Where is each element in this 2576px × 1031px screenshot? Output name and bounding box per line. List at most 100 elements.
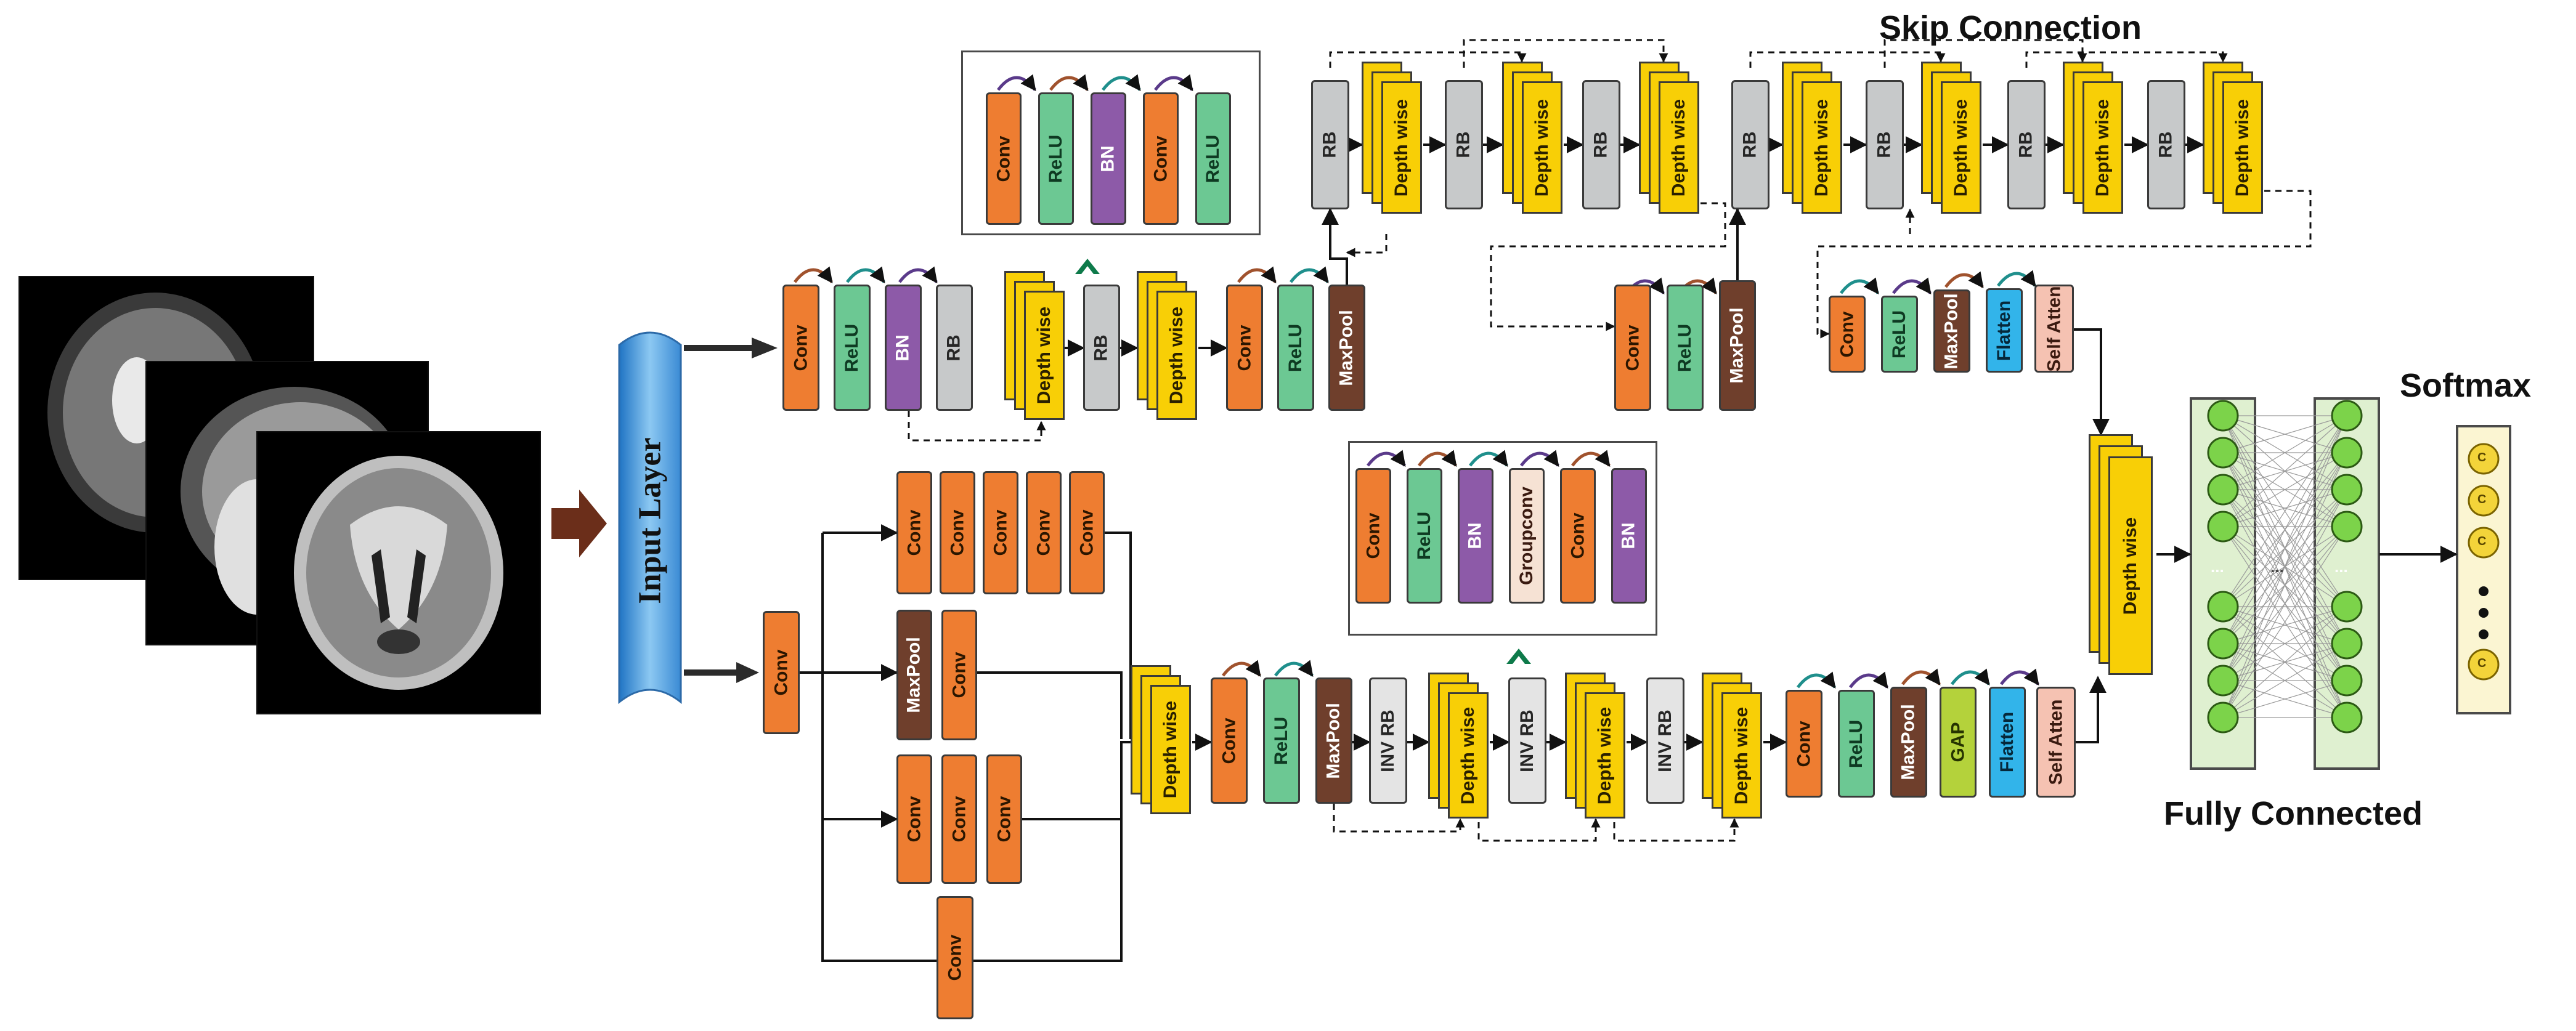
block-conv: Conv	[1355, 468, 1391, 604]
fc-neuron	[2331, 665, 2363, 697]
fc-neuron	[2207, 437, 2239, 469]
output-node-label-4: C	[2477, 657, 2487, 670]
skip-connection-title: Skip Connection	[1879, 9, 2142, 46]
block-rb: RB	[1582, 80, 1620, 209]
input-to-top-branch-arrow	[684, 338, 778, 358]
softmax-output-node	[2468, 485, 2500, 517]
dashed-skip	[1749, 51, 1946, 68]
skip-bend-arrow-icon	[1797, 671, 1836, 689]
skip-bend-arrow-icon	[1049, 74, 1089, 91]
skip-bend-arrow-icon	[1469, 450, 1508, 467]
skip-bend-arrow-icon	[1222, 660, 1261, 677]
block-depth-wise: Depth wise	[1639, 62, 1700, 216]
block-depth-wise: Depth wise	[1702, 673, 1763, 820]
block-relu: ReLU	[1277, 285, 1314, 411]
arrow	[977, 671, 1123, 739]
block-conv: Conv	[1069, 471, 1105, 594]
conv-block-detail-frame-bottom	[1348, 441, 1657, 636]
block-self-atten: Self Atten	[2036, 687, 2076, 798]
block-maxpool: MaxPool	[1933, 289, 1970, 373]
output-node-label-1: C	[2477, 451, 2487, 464]
fc-edge	[2222, 415, 2347, 490]
mri-scan-image-front	[256, 431, 541, 714]
dashed-skip	[1333, 804, 1465, 833]
fc-edge	[2222, 415, 2347, 718]
block-relu: ReLU	[834, 285, 871, 411]
skip-bend-arrow-icon	[1840, 277, 1879, 294]
block-bn: BN	[1091, 92, 1126, 225]
fc-neuron	[2331, 437, 2363, 469]
block-depth-wise: Depth wise	[1362, 62, 1423, 216]
block-conv: Conv	[1614, 285, 1651, 411]
fully-connected-title: Fully Connected	[2164, 795, 2423, 832]
skip-bend-arrow-icon	[1367, 450, 1406, 467]
arrow	[1322, 208, 1348, 285]
softmax-title: Softmax	[2400, 367, 2532, 404]
skip-bend-arrow-icon	[1951, 668, 1990, 685]
fc-neuron	[2331, 628, 2363, 660]
block-maxpool: MaxPool	[1890, 687, 1927, 798]
skip-bend-arrow-icon	[1237, 266, 1277, 283]
block-depth-wise-final: Depth wise	[2089, 434, 2156, 681]
softmax-output-node	[2468, 649, 2500, 681]
mri-axial-t1-image	[294, 456, 503, 690]
skip-bend-arrow-icon	[1901, 668, 1941, 685]
skip-bend-arrow-icon	[1418, 450, 1457, 467]
dashed-skip	[1490, 202, 1726, 331]
block-inv-rb: INV RB	[1508, 677, 1546, 804]
block-maxpool: MaxPool	[1719, 280, 1756, 411]
block-conv: Conv	[937, 896, 973, 1019]
fc-edge	[2222, 452, 2347, 718]
block-maxpool: MaxPool	[896, 610, 932, 740]
block-relu: ReLU	[1667, 285, 1704, 411]
arrow	[821, 533, 937, 962]
block-inv-rb: INV RB	[1369, 677, 1407, 804]
block-rb: RB	[1866, 80, 1904, 209]
input-to-bottom-branch-arrow	[684, 662, 759, 683]
fc-neuron	[2207, 701, 2239, 734]
block-depth-wise: Depth wise	[2063, 62, 2124, 216]
block-flatten: Flatten	[1986, 288, 2023, 373]
softmax-dots	[2479, 586, 2489, 596]
block-conv: Conv	[983, 471, 1018, 594]
fc-edge	[2222, 489, 2347, 718]
block-conv-bottom-start: Conv	[763, 611, 800, 734]
block-depth-wise: Depth wise	[1565, 673, 1627, 820]
skip-bend-arrow-icon	[1571, 450, 1611, 467]
fc-edge	[2222, 415, 2347, 607]
block-depth-wise: Depth wise	[1502, 62, 1564, 216]
fc-neuron	[2331, 701, 2363, 734]
fc-neuron	[2207, 665, 2239, 697]
block-groupconv: Groupconv	[1509, 468, 1545, 604]
dashed-skip	[1883, 39, 2087, 68]
block-bn: BN	[1611, 468, 1647, 604]
block-rb: RB	[2007, 80, 2046, 209]
input-layer-block: Input Layer	[616, 320, 684, 721]
fc-neuron	[2207, 591, 2239, 623]
arrow	[2076, 676, 2107, 743]
double-chevron-up-icon	[1075, 259, 1100, 274]
output-node-label-2: C	[2477, 493, 2487, 506]
softmax-dots	[2479, 629, 2489, 639]
fc-edge	[2222, 606, 2347, 681]
block-conv: Conv	[1560, 468, 1596, 604]
neuron-dots-2: ...	[2270, 557, 2284, 576]
block-maxpool: MaxPool	[1328, 285, 1365, 411]
output-node-label-3: C	[2477, 535, 2487, 548]
block-inv-rb: INV RB	[1646, 677, 1684, 804]
block-conv: Conv	[941, 610, 977, 740]
brown-right-arrow-icon	[551, 490, 607, 557]
skip-bend-arrow-icon	[1849, 671, 1888, 689]
skip-bend-arrow-icon	[2000, 668, 2039, 685]
block-depth-wise: Depth wise	[1137, 271, 1198, 422]
fc-edge	[2222, 643, 2347, 718]
arrow	[973, 819, 1123, 962]
dashed-skip	[1816, 190, 2312, 339]
skip-bend-arrow-icon	[794, 266, 833, 283]
neuron-dots-1: ...	[2211, 557, 2224, 576]
arrow	[1022, 734, 1148, 820]
skip-bend-arrow-icon	[1520, 450, 1559, 467]
block-rb: RB	[1083, 285, 1120, 411]
